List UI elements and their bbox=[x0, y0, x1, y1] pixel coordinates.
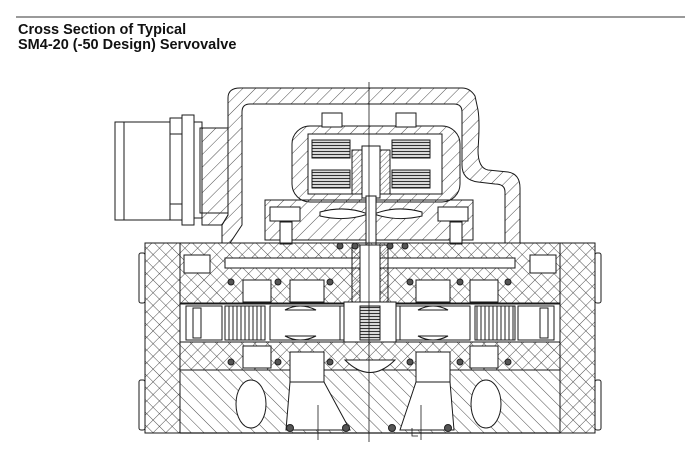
page-title: Cross Section of Typical SM4-20 (-50 Des… bbox=[18, 23, 236, 53]
header-rule bbox=[16, 16, 685, 18]
title-line-1: Cross Section of Typical bbox=[18, 22, 187, 38]
centerline bbox=[317, 82, 422, 442]
end-caps bbox=[138, 242, 602, 434]
armature-coils bbox=[311, 139, 431, 189]
torque-motor bbox=[291, 112, 461, 203]
feedback-spring bbox=[343, 244, 397, 373]
cover-housing bbox=[201, 87, 521, 244]
o-ring-seals bbox=[227, 242, 512, 432]
title-line-2: SM4-20 (-50 Design) Servovalve bbox=[18, 37, 237, 53]
